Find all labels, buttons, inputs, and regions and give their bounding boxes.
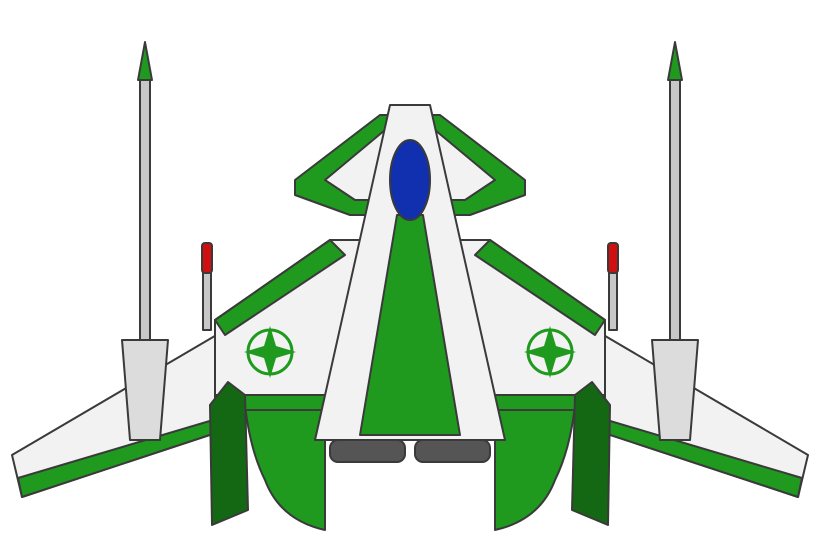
left-antenna-tip xyxy=(201,242,213,274)
right-antenna-tip xyxy=(607,242,619,274)
right-mast-mount xyxy=(651,339,699,441)
left-engine xyxy=(329,439,406,463)
right-engine xyxy=(414,439,491,463)
left-lower-hull xyxy=(244,404,326,531)
left-mast-tip xyxy=(137,41,153,81)
left-star-emblem xyxy=(244,326,296,378)
right-mast-tip xyxy=(667,41,683,81)
right-star-emblem xyxy=(524,326,576,378)
right-wing-edge xyxy=(474,239,606,336)
left-antenna xyxy=(202,269,212,331)
right-lower-hull xyxy=(494,404,576,531)
right-antenna xyxy=(608,269,618,331)
cockpit-canopy xyxy=(389,139,431,221)
left-wing-edge xyxy=(214,239,346,336)
right-fin xyxy=(571,381,611,526)
left-mast-mount xyxy=(121,339,169,441)
left-fin xyxy=(209,381,249,526)
